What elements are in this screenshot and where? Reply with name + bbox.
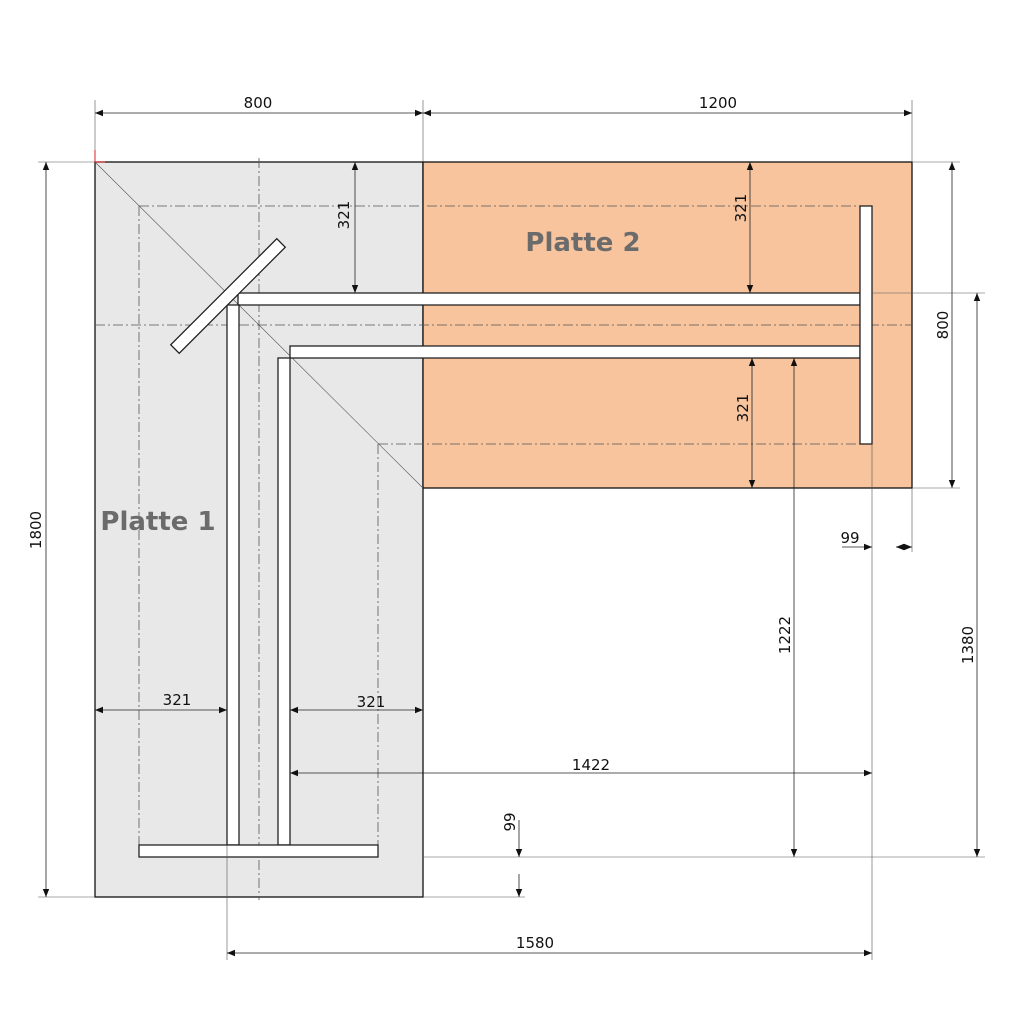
dim-321-inner: 321 [357,693,386,711]
dim-321-plate2-top: 321 [732,194,750,223]
centerlines [94,158,912,900]
origin-marker-icon [94,150,105,163]
dim-800-top: 800 [244,94,273,112]
dim-1200-top: 1200 [699,94,737,112]
dim-99-bottom: 99 [501,812,519,831]
dim-800-right: 800 [934,311,952,340]
extension-lines [38,100,985,960]
dim-321-left: 321 [163,691,192,709]
dim-1580: 1580 [516,934,554,952]
dim-1800: 1800 [27,511,45,549]
diagonal-leg [169,237,287,355]
plate-1-label: Platte 1 [100,507,215,537]
dim-99-right: 99 [840,529,859,547]
dim-1222: 1222 [776,616,794,654]
dim-321-plate2-bottom: 321 [734,394,752,423]
dimension-lines [42,109,981,957]
dim-321-plate1-top: 321 [335,201,353,230]
frame [138,205,873,858]
dim-1380: 1380 [959,626,977,664]
dim-1422: 1422 [572,756,610,774]
plate-2-label: Platte 2 [525,228,640,258]
